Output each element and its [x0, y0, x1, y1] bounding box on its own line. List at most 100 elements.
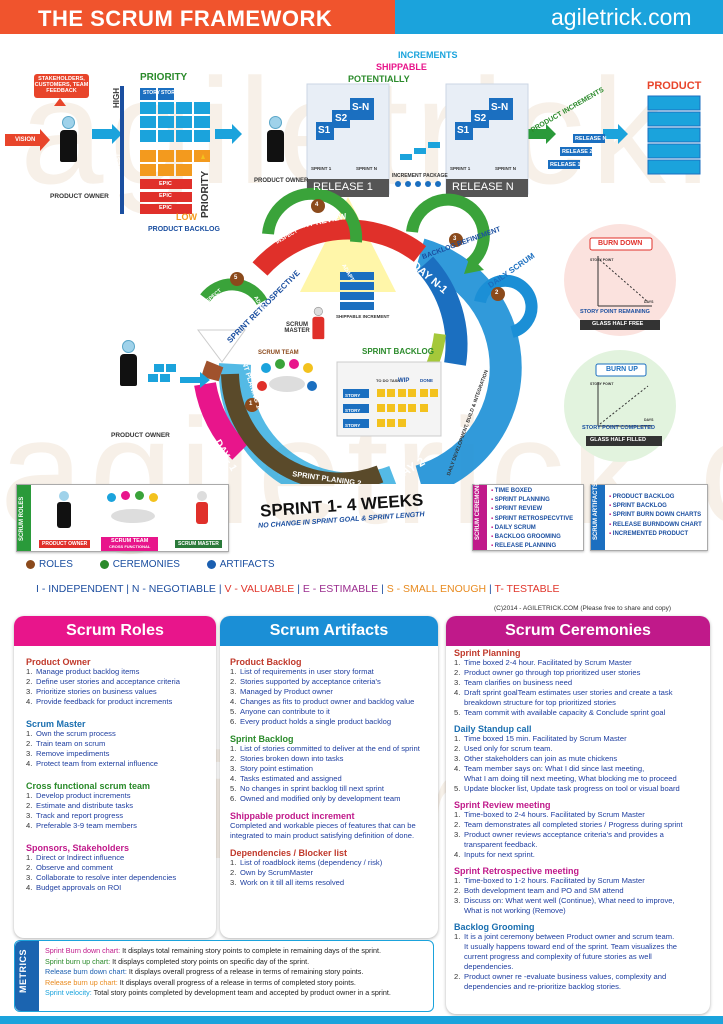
list-item: 4.Tasks estimated and assigned — [230, 774, 342, 783]
shippable-increment-label: SHIPPABLE INCREMENT — [336, 314, 390, 319]
epic-label-2: EPIC — [159, 193, 172, 199]
roles-team-list: 1.Develop product increments 2.Estimate … — [26, 791, 210, 831]
ceremonies-legend-dot — [99, 559, 109, 569]
burn-down-bg — [564, 224, 676, 336]
list-item: 3.Story point estimation — [230, 764, 314, 773]
ceremony-list: 1.Time boxed 15 min. Facilitated by Scru… — [454, 734, 706, 794]
story-label-1: STORY — [143, 90, 160, 96]
list-item: 3.Work on it till all items resolved — [230, 878, 345, 887]
product-owner-label-2: PRODUCT OWNER — [254, 178, 309, 184]
list-item: 1.Direct or Indirect influence — [26, 853, 125, 862]
sprint-n-label: SPRINT N — [356, 166, 378, 171]
list-item: 4.Draft sprint goalTeam estimates user s… — [454, 688, 673, 707]
section-title: Product Owner — [26, 657, 91, 667]
step-5: 5 — [234, 275, 238, 281]
metrics-panel: METRICS Sprint Burn down chart: It displ… — [14, 940, 434, 1012]
section-title: Backlog Grooming — [454, 922, 535, 932]
high-label: HIGH — [112, 88, 121, 108]
burn-up-title: BURN UP — [606, 366, 638, 373]
list-item: 3.Product owner reviews acceptance crite… — [454, 830, 664, 849]
list-item: 2.Stories broken down into tasks — [230, 754, 344, 763]
list-item: 1.List of stories committed to deliver a… — [230, 744, 420, 753]
role-scrum-master: SCRUM MASTER — [175, 540, 222, 548]
scrum-team-figures — [257, 359, 317, 392]
ceremony-list: 1.Time-boxed to 1-2 hours. Facilitated b… — [454, 876, 706, 916]
shippable-description-2: integrated to main product satisfying de… — [230, 831, 415, 840]
section-title: Sprint Review meeting — [454, 800, 551, 810]
burn-up-caption-2: GLASS HALF FILLED — [590, 437, 646, 443]
po-icon — [55, 491, 73, 531]
ceremony-item: SPRINT RETROSPECVTIVE — [491, 515, 573, 524]
sm-icon — [193, 491, 211, 527]
invest-s: S - SMALL ENOUGH — [386, 583, 487, 595]
artifacts-panel: SCRUM ARTIFACTS PRODUCT BACKLOG SPRINT B… — [590, 483, 708, 551]
list-item: 4.Provide feedback for product increment… — [26, 697, 173, 706]
burn-up-caption-1: STORY POINT COMPLETED — [582, 425, 655, 431]
release-2-tag: RELEASE 2 — [562, 149, 593, 155]
dependencies-list: 1.List of roadblock items (dependency / … — [230, 858, 434, 888]
increments-label: INCREMENTS — [398, 50, 458, 60]
sep: | — [215, 583, 225, 595]
metric-term: Sprint Burn down chart: — [45, 946, 121, 955]
burn-down-caption-2: GLASS HALF FREE — [592, 321, 644, 327]
sep: | — [294, 583, 303, 595]
list-item: 1.List of requirements in user story for… — [230, 667, 374, 676]
list-item: 6.Every product holds a single product b… — [230, 717, 392, 726]
metrics-tab: METRICS — [15, 941, 39, 1011]
ceremony-item: SPRINT REVIEW — [491, 505, 573, 514]
list-item: 5.No changes in sprint backlog till next… — [230, 784, 384, 793]
shippable-label: SHIPPABLE — [376, 62, 427, 72]
priority-label: PRIORITY — [140, 72, 188, 83]
burn-up-bg — [564, 350, 676, 462]
metric-row: Sprint Burn down chart: It displays tota… — [45, 946, 391, 957]
shippable-description-1: Completed and workable pieces of feature… — [230, 821, 416, 830]
sprint-backlog-label: SPRINT BACKLOG — [362, 347, 434, 356]
list-item: 4.Preferable 3-9 team members — [26, 821, 137, 830]
metrics-list: Sprint Burn down chart: It displays tota… — [45, 946, 391, 999]
invest-t: T- TESTABLE — [494, 583, 560, 595]
list-item: 5.Team commit with available capacity & … — [454, 708, 666, 717]
story-label-2: STORY — [161, 90, 178, 96]
increment-package-label: INCREMENT PACKAGE — [392, 173, 448, 179]
section-title: Sprint Backlog — [230, 734, 294, 744]
product-owner-figure-2 — [265, 116, 285, 162]
list-item: 5.Update blocker list, Update task progr… — [454, 784, 680, 793]
bottom-bar — [0, 1016, 723, 1024]
product-owner-label: PRODUCT OWNER — [50, 193, 109, 200]
scrum-roles-card: Scrum Roles Product Owner 1.Manage produ… — [14, 616, 216, 938]
list-item: 3.Discuss on: What went well (Continue),… — [454, 896, 675, 915]
list-item: 1.Time boxed 2-4 hour. Facilitated by Sc… — [454, 658, 632, 667]
product-label: PRODUCT — [647, 80, 702, 92]
story-board-3: STORY — [345, 423, 361, 428]
step-3: 3 — [453, 236, 457, 242]
metric-desc: It displays overall progress of a releas… — [117, 977, 356, 987]
list-item: 2.Both development team and PO and SM at… — [454, 886, 624, 895]
wip-label: WIP — [398, 378, 410, 384]
list-item: 1.Own the scrum process — [26, 729, 116, 738]
section-title: Product Backlog — [230, 657, 302, 667]
metric-term: Release burn down chart: — [45, 967, 127, 976]
site-link[interactable]: agiletrick.com — [551, 4, 692, 30]
burn-down-caption-1: STORY POINT REMAINING — [580, 309, 650, 315]
list-item: 5.Anyone can contribute to it — [230, 707, 330, 716]
roles-sm-list: 1.Own the scrum process 2.Train team on … — [26, 729, 210, 769]
list-item: 1.Time-boxed to 1-2 hours. Facilitated b… — [454, 876, 645, 885]
step-4: 4 — [315, 202, 319, 208]
list-item: 1.Time boxed 15 min. Facilitated by Scru… — [454, 734, 627, 743]
section-title: Cross functional scrum team — [26, 781, 151, 791]
list-item: 3.Team clarifies on business need — [454, 678, 573, 687]
ceremony-item: RELEASE PLANNING — [491, 542, 573, 551]
list-item: 3.Remove impediments — [26, 749, 110, 758]
scrum-artifacts-title: Scrum Artifacts — [220, 616, 438, 646]
epic-label-1: EPIC — [159, 181, 172, 187]
invest-i: I - INDEPENDENT — [36, 583, 124, 595]
product-owner-figure-3 — [118, 340, 138, 386]
artifact-item: INCREMENTED PRODUCT — [609, 530, 702, 539]
team-icon — [101, 489, 171, 529]
sprint-1-label-n: SPRINT 1 — [450, 166, 471, 171]
list-item: 1.It is a joint ceremony between Product… — [454, 932, 678, 971]
invest-label: INVEST — [116, 153, 122, 175]
todo-label: TO DO TASK — [376, 378, 401, 383]
